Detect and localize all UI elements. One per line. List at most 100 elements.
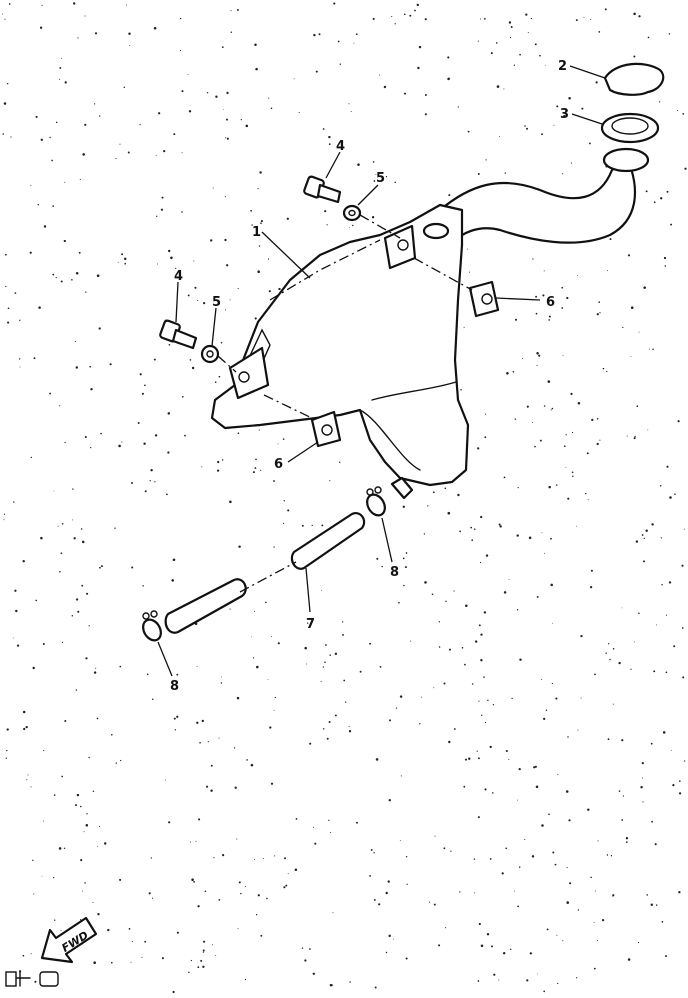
speckle	[587, 808, 590, 811]
speckle	[583, 16, 585, 18]
speckle	[173, 133, 176, 136]
speckle	[489, 745, 492, 749]
speckle	[326, 224, 328, 226]
speckle	[150, 468, 153, 472]
speckle	[320, 681, 322, 682]
speckle	[229, 608, 231, 610]
speckle	[81, 584, 84, 587]
speckle	[55, 121, 58, 124]
speckle	[468, 271, 471, 273]
speckle	[166, 493, 168, 496]
speckle	[677, 109, 679, 112]
speckle	[174, 729, 177, 731]
speckle	[19, 319, 21, 321]
speckle	[96, 717, 99, 720]
speckle	[467, 248, 469, 250]
speckle	[251, 224, 253, 226]
speckle	[218, 899, 221, 901]
speckle	[331, 984, 333, 986]
speckle	[90, 446, 92, 449]
speckle	[210, 239, 213, 242]
speckle	[99, 566, 101, 569]
speckle	[286, 217, 289, 220]
speckle	[215, 954, 217, 956]
speckle	[485, 554, 489, 557]
speckle	[196, 721, 199, 724]
speckle	[678, 780, 681, 782]
speckle	[609, 238, 612, 241]
speckle	[477, 40, 479, 42]
speckle	[240, 892, 242, 895]
speckle	[438, 646, 441, 648]
speckle	[322, 666, 325, 668]
speckle	[189, 359, 192, 361]
speckle	[252, 657, 255, 659]
speckle	[463, 326, 465, 328]
speckle	[115, 762, 117, 764]
speckle	[399, 695, 403, 698]
speckle	[58, 847, 62, 850]
speckle	[548, 315, 551, 318]
speckle	[142, 585, 144, 587]
speckle	[607, 270, 609, 271]
speckle	[153, 26, 157, 30]
speckle	[577, 402, 581, 405]
speckle	[88, 756, 90, 759]
speckle	[594, 673, 596, 676]
speckle	[7, 321, 10, 324]
speckle	[92, 901, 94, 904]
speckle	[588, 142, 591, 145]
speckle	[460, 388, 462, 391]
speckle	[119, 878, 122, 881]
speckle	[541, 133, 543, 136]
speckle	[181, 90, 184, 93]
speckle	[131, 566, 134, 569]
speckle	[257, 270, 261, 274]
speckle	[6, 728, 9, 731]
speckle	[499, 525, 502, 528]
speckle	[591, 418, 594, 422]
speckle	[605, 652, 607, 654]
speckle	[379, 665, 382, 668]
speckle	[463, 785, 466, 788]
speckle	[99, 825, 101, 827]
speckle	[541, 824, 544, 827]
speckle	[267, 679, 269, 680]
speckle	[127, 151, 130, 154]
speckle	[30, 786, 32, 788]
speckle	[572, 475, 574, 478]
speckle	[191, 878, 194, 881]
speckle	[274, 855, 276, 857]
speckle	[143, 442, 146, 445]
speckle	[341, 621, 344, 623]
speckle	[642, 801, 644, 803]
bolt-upper	[303, 175, 342, 204]
speckle	[190, 841, 192, 843]
speckle	[144, 940, 147, 943]
speckle	[424, 18, 427, 21]
speckle	[150, 857, 153, 859]
speckle	[139, 124, 141, 126]
speckle	[498, 523, 501, 526]
speckle	[16, 644, 20, 647]
speckle	[634, 435, 636, 438]
speckle	[76, 793, 80, 797]
speckle	[503, 88, 505, 90]
speckle	[622, 795, 625, 797]
speckle	[468, 757, 471, 760]
speckle	[224, 238, 227, 242]
speckle	[618, 790, 621, 792]
speckle	[86, 592, 89, 595]
speckle	[124, 262, 127, 265]
speckle	[652, 348, 654, 351]
speckle	[524, 838, 526, 840]
speckle	[532, 258, 534, 260]
speckle	[254, 859, 256, 861]
speckle	[571, 471, 574, 474]
speckle	[499, 136, 500, 137]
speckle	[375, 758, 379, 761]
speckle	[161, 196, 164, 199]
speckle	[513, 890, 515, 892]
speckle	[478, 922, 481, 926]
speckle	[229, 299, 231, 301]
